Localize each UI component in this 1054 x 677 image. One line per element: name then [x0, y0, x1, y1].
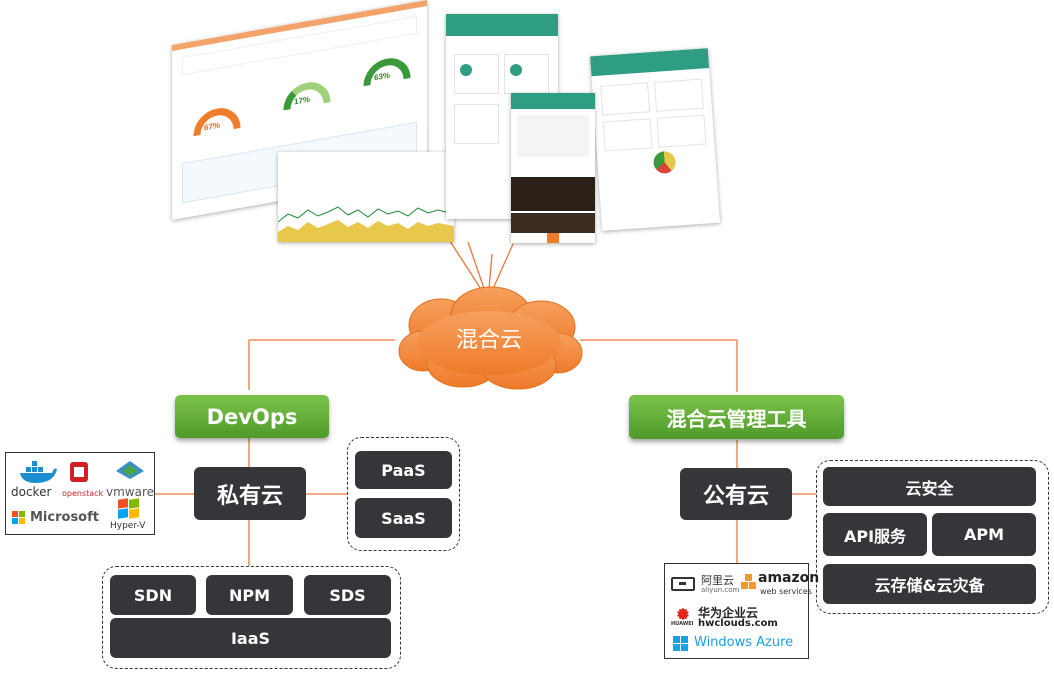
sdn-box[interactable]: SDN — [110, 575, 196, 615]
public-cloud-box[interactable]: 公有云 — [680, 468, 792, 520]
amazon-sub-text: web services — [760, 587, 812, 596]
gauge-2: 17% — [282, 67, 332, 116]
amazon-logo-text: amazon — [758, 570, 820, 586]
azure-logo-text: Windows Azure — [694, 635, 794, 650]
apm-box[interactable]: APM — [932, 513, 1036, 556]
cloud-storage-dr-box[interactable]: 云存储&云灾备 — [823, 564, 1036, 604]
aliyun-logo-text: 阿里云 — [701, 574, 734, 587]
docker-logo-text: docker — [11, 485, 52, 499]
api-service-box[interactable]: API服务 — [823, 513, 927, 556]
sds-box[interactable]: SDS — [304, 575, 391, 615]
huawei-url-text: hwclouds.com — [698, 618, 778, 629]
microsoft-icon — [12, 511, 26, 525]
cloud-security-box[interactable]: 云安全 — [823, 467, 1036, 506]
microsoft-logo-text: Microsoft — [30, 510, 99, 525]
mobile-app-screenshot-3 — [511, 93, 595, 243]
huawei-icon — [677, 608, 689, 620]
gauge-3: 63% — [362, 43, 412, 92]
private-cloud-box[interactable]: 私有云 — [194, 467, 306, 520]
aliyun-url-text: aliyun.com — [701, 586, 740, 594]
paas-box[interactable]: PaaS — [355, 451, 452, 489]
aliyun-icon — [671, 577, 695, 591]
docker-whale-icon — [20, 461, 57, 483]
iaas-box[interactable]: IaaS — [110, 618, 391, 658]
vmware-logo-text: vmware — [106, 485, 155, 499]
windows-icon — [673, 636, 688, 651]
openstack-icon — [70, 462, 88, 482]
amazon-boxes-icon — [741, 574, 757, 592]
hybrid-cloud-icon — [398, 286, 583, 390]
chart-screenshot — [278, 152, 454, 242]
hyperv-icon — [118, 498, 140, 519]
hybrid-cloud-management-tool-button[interactable]: 混合云管理工具 — [629, 395, 844, 439]
openstack-logo-text: openstack — [62, 489, 104, 498]
devops-button[interactable]: DevOps — [175, 395, 329, 438]
gauge-1: 67% — [192, 93, 242, 142]
huawei-brand-text: HUAWEI — [671, 621, 694, 627]
saas-box[interactable]: SaaS — [355, 498, 452, 538]
dashboard-screenshot: 67% 17% 63% — [172, 0, 427, 220]
huawei-logo-text: 华为企业云 — [698, 606, 759, 620]
hyperv-logo-text: Hyper-V — [110, 521, 146, 531]
public-cloud-logos: 阿里云 aliyun.com amazon web services HUAWE… — [664, 563, 819, 659]
hybrid-cloud-label: 混合云 — [455, 328, 522, 353]
mobile-app-screenshot-2 — [590, 48, 720, 231]
npm-box[interactable]: NPM — [206, 575, 293, 615]
virtualization-logos: docker openstack vmware Microsoft Hyper-… — [5, 452, 155, 535]
vmware-icon — [116, 461, 144, 479]
